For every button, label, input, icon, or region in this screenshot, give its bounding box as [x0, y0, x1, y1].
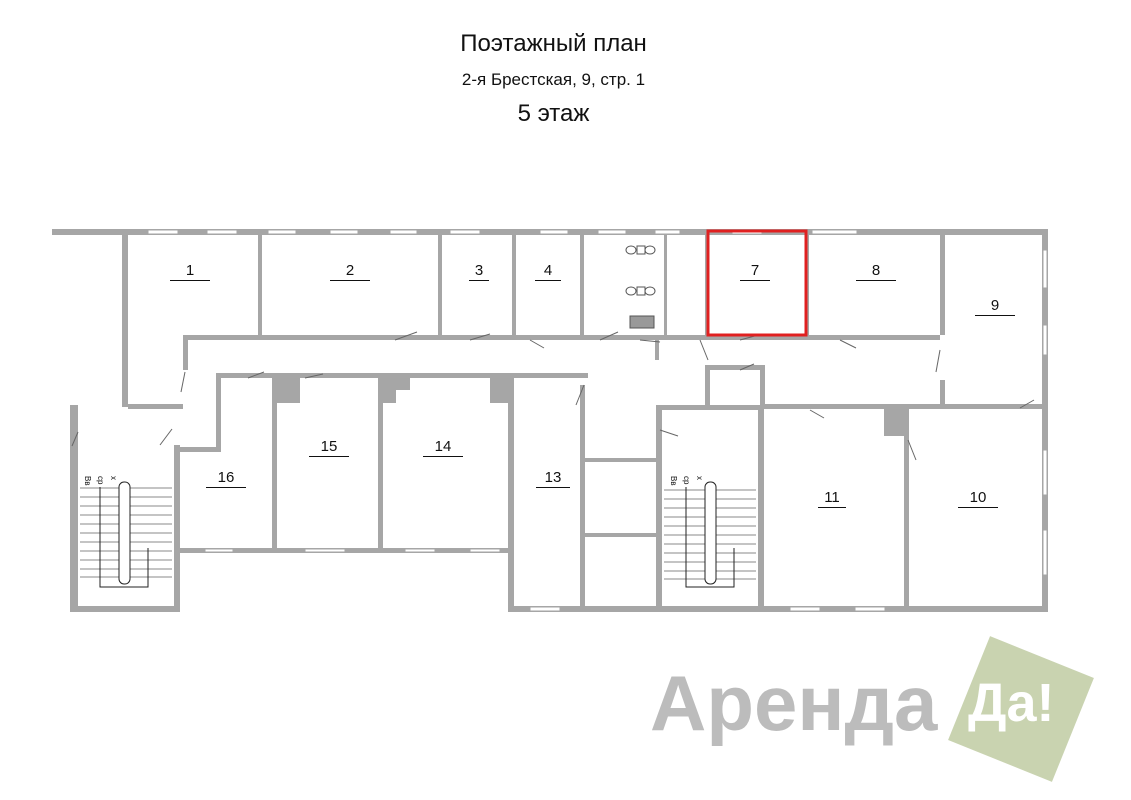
floor-label: 5 этаж	[517, 100, 590, 127]
room-14[interactable]: 14	[423, 438, 463, 457]
room-11[interactable]: 11	[818, 489, 846, 508]
room-3[interactable]: 3	[469, 262, 489, 281]
room-10[interactable]: 10	[958, 489, 998, 508]
logo-text: Аренда	[650, 659, 938, 747]
room-15[interactable]: 15	[309, 438, 349, 457]
stair-label-sr: ср	[96, 476, 105, 485]
highlighted-room-outline	[706, 229, 808, 337]
room-7[interactable]: 7	[740, 262, 770, 281]
room-8[interactable]: 8	[856, 262, 896, 281]
stairs-left	[80, 481, 172, 588]
plan-address: 2-я Брестская, 9, стр. 1	[461, 70, 646, 89]
doors	[71, 331, 1035, 461]
logo-badge-text: Да!	[968, 673, 1055, 733]
stair-label-sr-2: ср	[682, 476, 691, 485]
stair-label-vv-2: Вв	[669, 476, 678, 486]
room-9[interactable]: 9	[975, 297, 1015, 316]
room-2[interactable]: 2	[330, 262, 370, 281]
room-13[interactable]: 13	[536, 469, 570, 488]
restroom-fixtures	[625, 245, 656, 329]
stair-label-h: х	[109, 476, 118, 480]
room-1[interactable]: 1	[170, 262, 210, 281]
plan-title: Поэтажный план	[460, 30, 647, 57]
stairs-right	[664, 481, 756, 588]
room-16[interactable]: 16	[206, 469, 246, 488]
stair-label-h-2: х	[695, 476, 704, 480]
room-4[interactable]: 4	[535, 262, 561, 281]
walls	[52, 229, 1048, 612]
stair-label-vv: Вв	[83, 476, 92, 486]
windows	[147, 229, 1048, 612]
